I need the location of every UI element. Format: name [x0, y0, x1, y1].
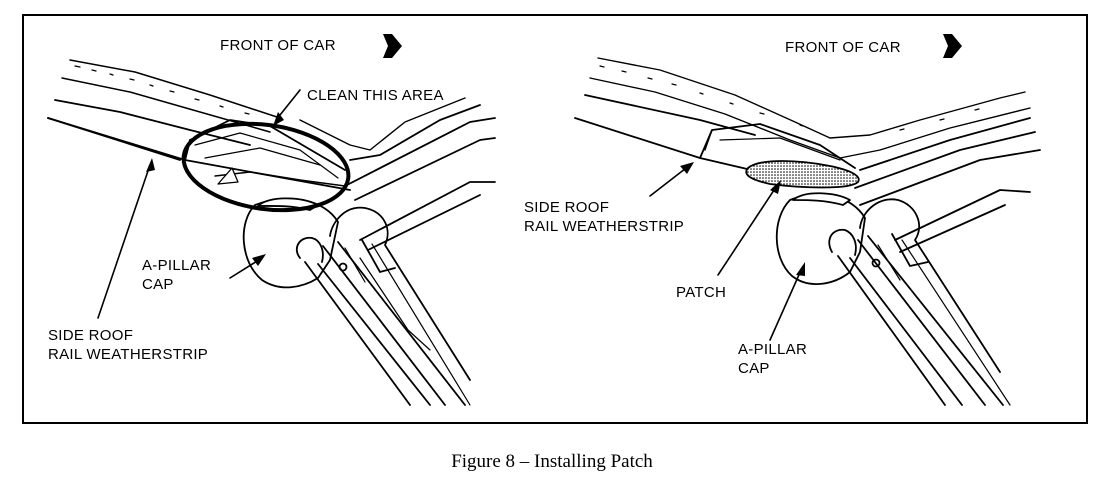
right-a-pillar-label-line1: A-PILLAR — [738, 341, 808, 358]
left-weatherstrip-label-line2: RAIL WEATHERSTRIP — [48, 346, 209, 363]
right-a-pillar-label-line2: CAP — [738, 360, 770, 377]
right-weatherstrip-label-line2: RAIL WEATHERSTRIP — [524, 218, 685, 235]
patch-label: PATCH — [676, 284, 727, 301]
left-a-pillar-label-line2: CAP — [142, 276, 174, 293]
left-arrowheads — [146, 112, 284, 266]
right-weatherstrip-label-line1: SIDE ROOF — [524, 199, 610, 216]
left-a-pillar-label-line1: A-PILLAR — [142, 257, 212, 274]
right-front-of-car-label: FRONT OF CAR — [785, 39, 901, 56]
right-panel-drawing — [574, 57, 1041, 406]
clean-this-area-label: CLEAN THIS AREA — [307, 87, 444, 104]
right-arrowheads — [680, 162, 805, 276]
left-panel-drawing — [47, 59, 496, 406]
front-arrow-icon-left — [383, 34, 402, 58]
front-arrow-icon-right — [943, 34, 962, 58]
left-front-of-car-label: FRONT OF CAR — [220, 37, 336, 54]
left-weatherstrip-label-line1: SIDE ROOF — [48, 327, 134, 344]
figure-caption: Figure 8 – Installing Patch — [451, 451, 653, 472]
